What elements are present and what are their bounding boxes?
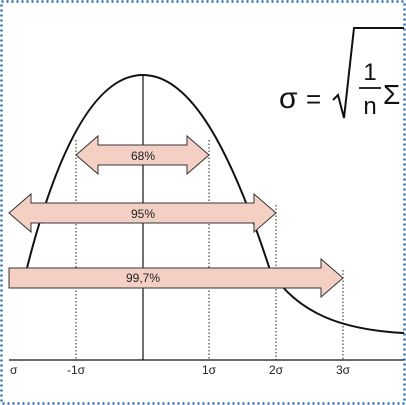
formula-numerator: 1 — [363, 59, 376, 86]
axis-label-2-sigma: 2σ — [269, 363, 284, 377]
axis-label-minus-1-sigma: -1σ — [67, 363, 86, 377]
arrow-shape-95 — [8, 192, 277, 234]
interval-arrow-68: 68% — [75, 134, 210, 176]
interval-label-68: 68% — [131, 149, 155, 163]
axis-labels: σ -1σ 1σ 2σ 3σ — [10, 363, 351, 377]
arrow-shape-68 — [75, 134, 210, 176]
bell-curve — [21, 73, 405, 334]
axis-label-1-sigma: 1σ — [202, 363, 217, 377]
formula-denominator: n — [363, 93, 376, 120]
formula-sum: Σ — [383, 79, 400, 110]
interval-arrow-99-7: 99,7% — [8, 257, 344, 299]
axis-label-left-sigma: σ — [10, 363, 18, 377]
axis-label-3-sigma: 3σ — [336, 363, 351, 377]
sigma-guides — [75, 140, 344, 360]
arrow-shape-99-7 — [8, 257, 344, 299]
formula-equals: = — [306, 84, 321, 114]
interval-label-95: 95% — [131, 207, 155, 221]
interval-label-99-7: 99,7% — [126, 271, 160, 285]
interval-arrow-95: 95% — [8, 192, 277, 234]
sd-formula: σ = 1 n Σ — [279, 27, 404, 120]
formula-sigma: σ — [279, 82, 298, 115]
formula-radical — [332, 27, 404, 119]
